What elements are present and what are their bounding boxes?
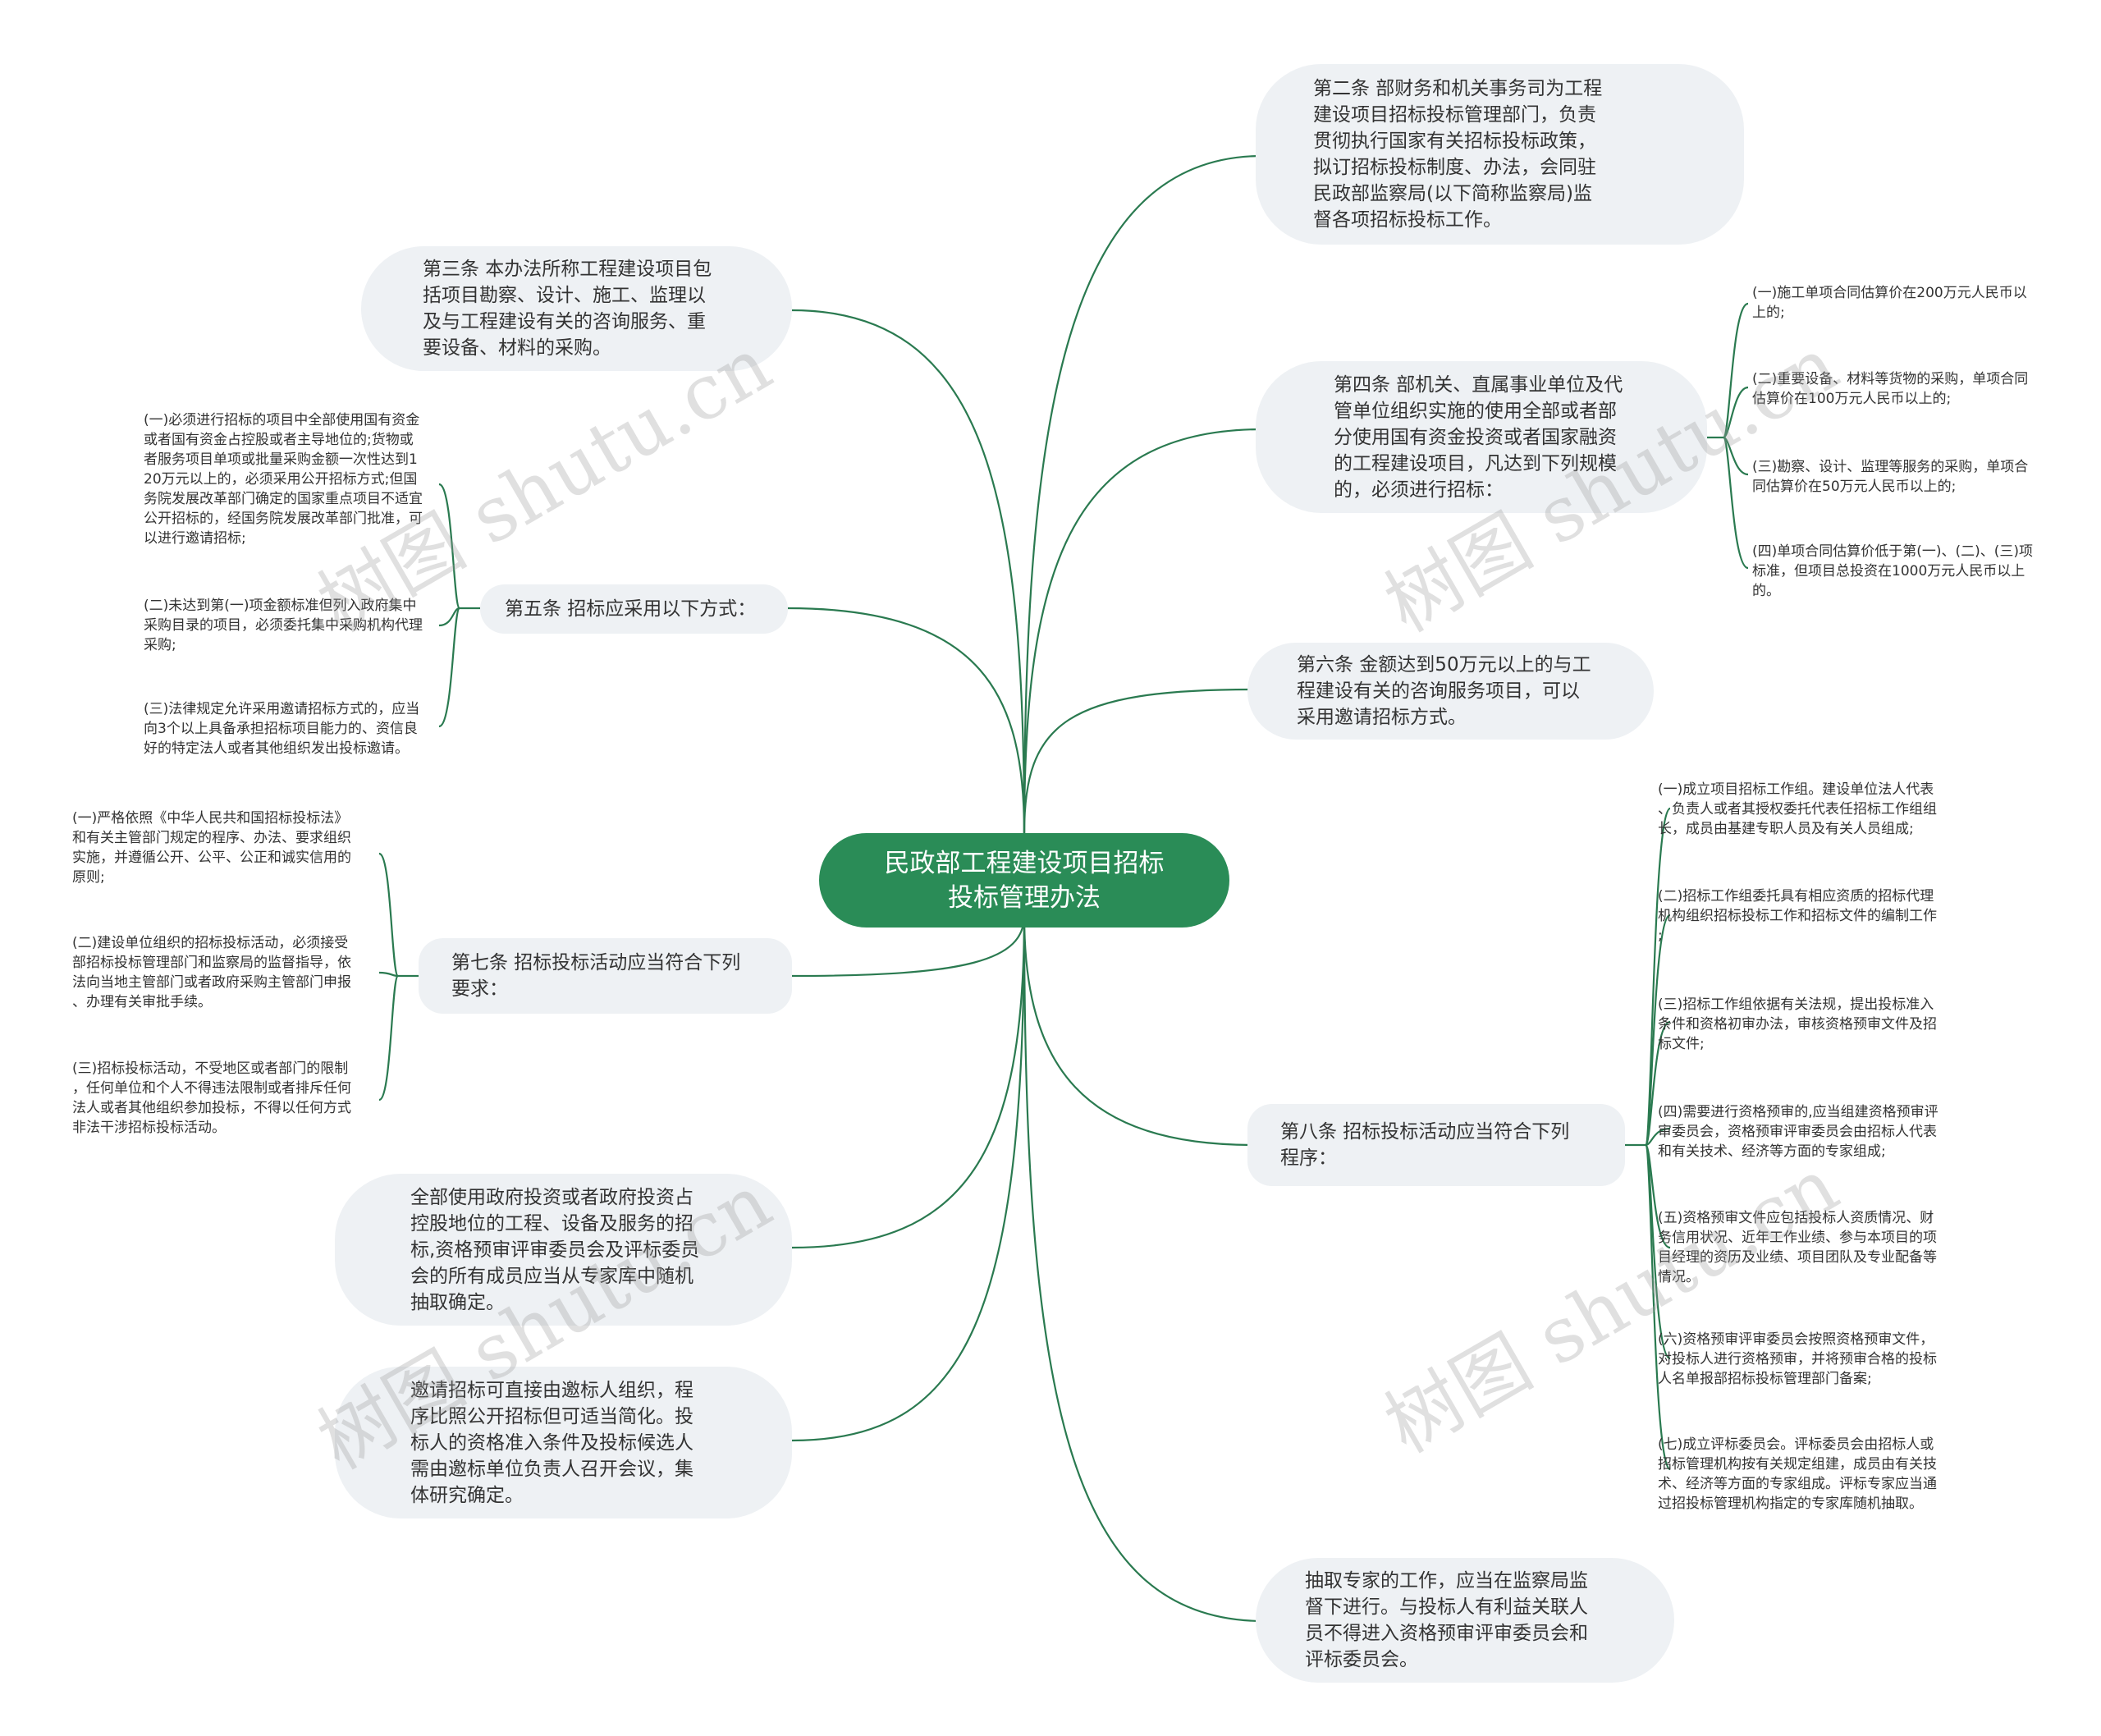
article-7-item-2: (二)建设单位组织的招标投标活动，必须接受 部招标投标管理部门和监察局的监督指导… <box>72 935 351 1010</box>
link-art3 <box>791 309 1026 834</box>
article-5-bubble[interactable]: 第五条 招标应采用以下方式： <box>480 584 788 634</box>
expert-bubble[interactable]: 全部使用政府投资或者政府投资占 控股地位的工程、设备及服务的招 标,资格预审评审… <box>335 1174 792 1326</box>
link-art8 <box>1023 914 1255 1147</box>
article-8-item-1: (一)成立项目招标工作组。建设单位法人代表 、负责人或者其授权委托代表任招标工作… <box>1658 781 1937 837</box>
article-8-item-5: (五)资格预审文件应包括投标人资质情况、财 务信用状况、近年工作业绩、参与本项目… <box>1658 1210 1937 1285</box>
article-6-bubble[interactable]: 第六条 金额达到50万元以上的与工 程建设有关的咨询服务项目，可以 采用邀请招标… <box>1247 643 1654 740</box>
article-8-item-7: (七)成立评标委员会。评标委员会由招标人或 招标管理机构按有关规定组建，成员由有… <box>1658 1436 1937 1512</box>
link-art2 <box>1023 154 1263 834</box>
article-5-item-1: (一)必须进行招标的项目中全部使用国有资金 或者国有资金占控股或者主导地位的;货… <box>144 412 423 547</box>
article-7-bubble[interactable]: 第七条 招标投标活动应当符合下列 要求： <box>419 938 792 1014</box>
article-3-bubble[interactable]: 第三条 本办法所称工程建设项目包 括项目勘察、设计、施工、监理以 及与工程建设有… <box>361 246 792 371</box>
article-8-item-2: (二)招标工作组委托具有相应资质的招标代理 机构组织招标投标工作和招标文件的编制… <box>1658 888 1937 944</box>
invite-bubble[interactable]: 邀请招标可直接由邀标人组织，程 序比照公开招标但可适当简化。投 标人的资格准入条… <box>335 1367 792 1518</box>
article-4-item-4: (四)单项合同估算价低于第(一)、(二)、(三)项 标准，但项目总投资在1000… <box>1752 543 2034 599</box>
article-8-item-4: (四)需要进行资格预审的,应当组建资格预审评 审委员会，资格预审评审委员会由招标… <box>1658 1104 1939 1160</box>
link-supervise <box>1023 914 1265 1623</box>
article-4-bubble[interactable]: 第四条 部机关、直属事业单位及代 管单位组织实施的使用全部或者部 分使用国有资金… <box>1256 361 1707 513</box>
link-art6 <box>1023 688 1255 834</box>
supervise-bubble[interactable]: 抽取专家的工作，应当在监察局监 督下进行。与投标人有利益关联人 员不得进入资格预… <box>1256 1558 1674 1683</box>
link-invite <box>791 914 1026 1442</box>
article-5-item-3: (三)法律规定允许采用邀请招标方式的，应当 向3个以上具备承担招标项目能力的、资… <box>144 701 420 757</box>
link-art5 <box>787 607 1026 834</box>
root-topic[interactable]: 民政部工程建设项目招标 投标管理办法 <box>819 833 1229 928</box>
link-art4 <box>1023 428 1263 834</box>
article-8-bubble[interactable]: 第八条 招标投标活动应当符合下列 程序： <box>1247 1104 1625 1186</box>
article-4-item-2: (二)重要设备、材料等货物的采购，单项合同 估算价在100万元人民币以上的; <box>1752 371 2029 407</box>
article-4-item-3: (三)勘察、设计、监理等服务的采购，单项合 同估算价在50万元人民币以上的; <box>1752 459 2029 495</box>
article-2-bubble[interactable]: 第二条 部财务和机关事务司为工程 建设项目招标投标管理部门，负责 贯彻执行国家有… <box>1256 64 1744 245</box>
article-7-item-1: (一)严格依照《中华人民共和国招标投标法》 和有关主管部门规定的程序、办法、要求… <box>72 810 351 886</box>
article-8-item-6: (六)资格预审评审委员会按照资格预审文件， 对投标人进行资格预审，并将预审合格的… <box>1658 1331 1937 1387</box>
link-art7 <box>791 914 1026 978</box>
article-5-item-2: (二)未达到第(一)项金额标准但列入政府集中 采购目录的项目，必须委托集中采购机… <box>144 598 423 653</box>
article-8-item-3: (三)招标工作组依据有关法规，提出投标准入 条件和资格初审办法，审核资格预审文件… <box>1658 996 1937 1052</box>
link-expert <box>791 914 1026 1249</box>
article-4-item-1: (一)施工单项合同估算价在200万元人民币以 上的; <box>1752 285 2027 321</box>
article-7-item-3: (三)招标投标活动，不受地区或者部门的限制 ，任何单位和个人不得违法限制或者排斥… <box>72 1060 351 1136</box>
